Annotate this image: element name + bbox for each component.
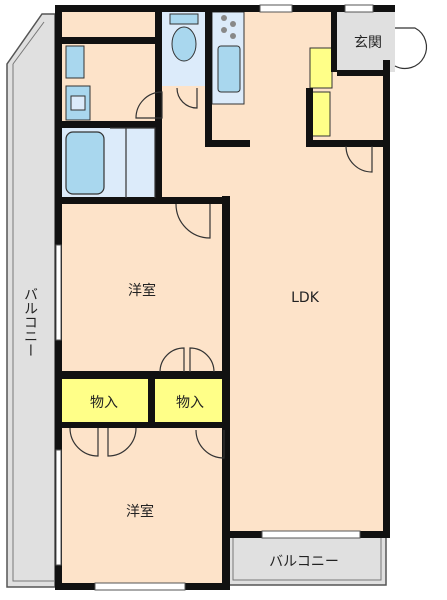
room-label-balcony-side: バルコニー xyxy=(22,287,38,357)
shoe-cabinet xyxy=(309,47,333,89)
room-label-balcony-bottom: バルコニー xyxy=(269,554,339,570)
washroom-door-swing-icon xyxy=(135,91,163,119)
stove-burner-icon xyxy=(221,15,227,21)
washing-machine-drum-icon xyxy=(70,95,86,111)
hall-door-swing-icon xyxy=(345,145,373,173)
entrance-door-swing-icon xyxy=(394,27,428,70)
balcony-side-rail-top xyxy=(12,21,45,65)
stove-burner-icon xyxy=(221,27,227,33)
western-room-1-floor xyxy=(60,200,225,378)
toilet-tank-icon xyxy=(169,13,199,25)
room-2-door-swing-icon xyxy=(195,429,225,459)
kitchen-sink xyxy=(217,45,241,93)
toilet-bowl-icon xyxy=(171,26,197,62)
room-label-storage-1: 物入 xyxy=(90,395,118,411)
storage-2-area xyxy=(155,378,223,424)
balcony-side-rail xyxy=(12,64,55,582)
toilet-door-swing-icon xyxy=(176,87,198,109)
storage-2-door-icon xyxy=(159,347,215,373)
stove-burner-icon xyxy=(230,33,236,39)
bath-door-icon xyxy=(110,127,156,198)
windows xyxy=(55,4,374,591)
room-label-western-2: 洋室 xyxy=(126,503,154,520)
balcony-bottom-rail xyxy=(232,537,382,581)
bathtub xyxy=(65,131,105,195)
washbasin-icon xyxy=(65,45,85,79)
balcony-bottom-area xyxy=(227,536,387,586)
storage-1-area xyxy=(62,378,150,424)
hall-cabinet xyxy=(311,91,331,137)
room-label-entrance: 玄関 xyxy=(354,34,382,51)
room-label-ldk: LDK xyxy=(291,290,320,306)
doors xyxy=(69,27,428,459)
western-room-2-floor xyxy=(60,425,225,585)
room-label-storage-2: 物入 xyxy=(176,395,204,411)
room-label-western-1: 洋室 xyxy=(128,282,156,299)
stove-burner-icon xyxy=(230,21,236,27)
room-2-closet-door-icon xyxy=(69,427,137,457)
room-1-door-swing-icon xyxy=(175,203,211,239)
